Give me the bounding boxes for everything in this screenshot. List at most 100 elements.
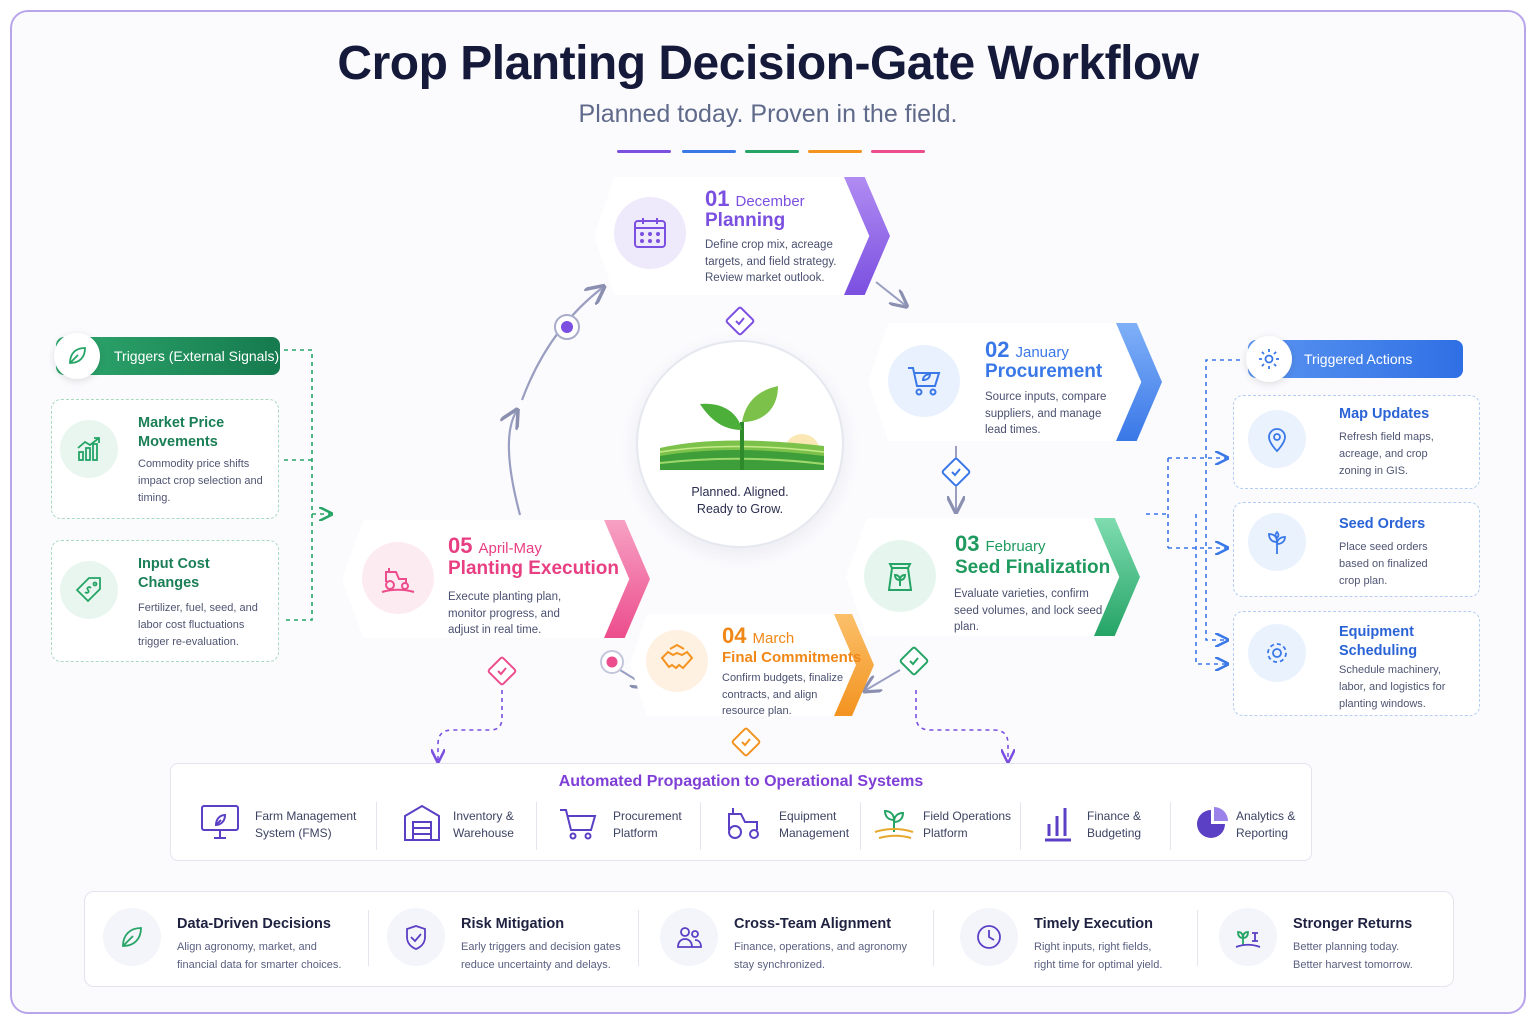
system-label: Field Operations	[923, 809, 1012, 823]
stage-month: January	[1015, 344, 1069, 361]
benefit-title: Data-Driven Decisions	[177, 916, 331, 932]
hub-caption-2: Ready to Grow.	[696, 502, 784, 516]
crop-rows-icon	[874, 809, 914, 839]
warehouse-icon	[404, 804, 440, 841]
stage-desc: Evaluate varieties, confirm seed volumes…	[954, 588, 1103, 633]
trigger-title: Market Price Movements	[138, 415, 225, 450]
shield-check-icon	[387, 908, 445, 966]
benefit-desc: Better planning today.	[1293, 941, 1400, 953]
seedling-icon	[1248, 513, 1306, 571]
bar-chart-up-icon	[60, 420, 118, 478]
pie-chart-icon	[1197, 807, 1228, 838]
action-title: Seed Orders	[1339, 516, 1426, 532]
triggers-label: Triggers (External Signals)	[114, 348, 280, 364]
stage-number: 02	[985, 337, 1010, 362]
stage-name: Planning	[705, 210, 786, 231]
color-bar-green	[745, 150, 799, 153]
system-label: Finance &	[1087, 809, 1142, 823]
decision-gate-check-icon	[724, 305, 756, 337]
page-title: Crop Planting Decision-Gate Workflow	[337, 37, 1199, 90]
stage-desc: Define crop mix, acreage targets, and fi…	[705, 239, 837, 284]
team-icon	[660, 908, 718, 966]
benefits-panel: Data-Driven Decisions Align agronomy, ma…	[84, 891, 1454, 987]
trigger-desc: Commodity price shifts impact crop selec…	[138, 458, 263, 504]
map-pin-icon	[1248, 410, 1306, 468]
seed-bag-icon	[864, 540, 936, 612]
action-card-seed-orders[interactable]: Seed Orders Place seed orders based on f…	[1233, 502, 1480, 597]
trigger-card-input-cost[interactable]: Input Cost Changes Fertilizer, fuel, see…	[51, 540, 279, 662]
benefit-title: Timely Execution	[1034, 916, 1153, 932]
decision-gate-check-icon	[940, 456, 972, 488]
hub-caption-1: Planned. Aligned.	[691, 485, 789, 499]
benefit-title: Cross-Team Alignment	[734, 916, 892, 932]
action-card-equipment-scheduling[interactable]: Equipment Scheduling Schedule machinery,…	[1233, 611, 1480, 716]
tractor-icon	[362, 542, 434, 614]
leaf-icon	[103, 908, 161, 966]
cog-icon	[1248, 624, 1306, 682]
sprout-field-illustration	[660, 386, 824, 470]
color-bar-blue	[682, 150, 736, 153]
bar-chart-icon	[1045, 808, 1071, 842]
color-bar-orange	[808, 150, 862, 153]
stage-number: 05	[448, 533, 473, 558]
action-card-map-updates[interactable]: Map Updates Refresh field maps, acreage,…	[1233, 395, 1480, 489]
decision-gate-check-icon	[730, 726, 762, 758]
benefit-desc: Better harvest tomorrow.	[1293, 959, 1413, 971]
system-label: Budgeting	[1087, 826, 1142, 840]
color-bar-purple	[617, 150, 671, 153]
benefit-desc: right time for optimal yield.	[1034, 959, 1163, 971]
system-label: Inventory &	[453, 809, 514, 823]
benefit-desc: Align agronomy, market, and	[177, 941, 317, 953]
stage-month: February	[985, 538, 1046, 555]
action-title: Map Updates	[1339, 406, 1430, 422]
trigger-desc: Fertilizer, fuel, seed, and labor cost f…	[138, 602, 258, 648]
system-label: Platform	[923, 826, 968, 840]
stage-month: December	[735, 193, 805, 210]
stage-desc: Confirm budgets, finalize contracts, and…	[722, 672, 844, 717]
trigger-card-market-price[interactable]: Market Price Movements Commodity price s…	[51, 399, 279, 519]
triggers-header: Triggers (External Signals)	[54, 333, 280, 379]
calendar-icon	[614, 197, 686, 269]
system-label: Platform	[613, 826, 658, 840]
benefit-desc: stay synchronized.	[734, 959, 826, 971]
benefit-title: Stronger Returns	[1293, 916, 1413, 932]
stage-month: April-May	[478, 540, 542, 557]
decision-gate-check-icon	[486, 655, 518, 687]
propagation-panel: Automated Propagation to Operational Sys…	[170, 763, 1312, 861]
system-label: Analytics &	[1236, 809, 1296, 823]
actions-header: Triggered Actions	[1246, 336, 1463, 382]
benefit-desc: Early triggers and decision gates	[461, 941, 621, 953]
stage-number: 04	[722, 623, 747, 648]
action-desc: Place seed orders based on finalized cro…	[1339, 541, 1428, 587]
stage-number: 03	[955, 531, 980, 556]
stage-name: Final Commitments	[722, 649, 862, 666]
system-label: Reporting	[1236, 826, 1289, 840]
action-title: Equipment Scheduling	[1339, 624, 1418, 659]
system-label: System (FMS)	[255, 826, 332, 840]
stage-desc: Execute planting plan, monitor progress,…	[448, 591, 562, 636]
growth-coin-icon	[1219, 908, 1277, 966]
gear-icon	[1246, 336, 1292, 382]
decision-gate-check-icon	[898, 645, 930, 677]
tractor-icon	[728, 808, 759, 839]
benefit-desc: Right inputs, right fields,	[1034, 941, 1152, 953]
monitor-icon	[201, 805, 239, 839]
color-bar-pink	[871, 150, 925, 153]
action-desc: Schedule machinery, labor, and logistics…	[1339, 664, 1446, 710]
system-label: Equipment	[779, 809, 837, 823]
benefit-title: Risk Mitigation	[461, 916, 565, 932]
stage-desc: Source inputs, compare suppliers, and ma…	[985, 391, 1107, 436]
price-tag-icon	[60, 561, 118, 619]
system-label: Warehouse	[453, 826, 514, 840]
clock-icon	[960, 908, 1018, 966]
cart-icon	[888, 345, 960, 417]
propagation-title: Automated Propagation to Operational Sys…	[558, 773, 924, 790]
stage-02-procurement[interactable]: 02 January Procurement Source inputs, com…	[868, 323, 1162, 441]
stage-name: Procurement	[985, 361, 1103, 382]
benefit-desc: Finance, operations, and agronomy	[734, 941, 908, 953]
